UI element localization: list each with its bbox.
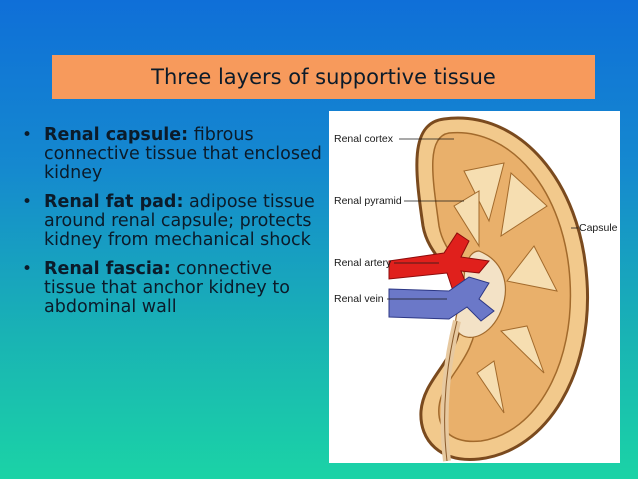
bullet-text: connective tissue that anchor kidney to … (44, 259, 290, 317)
label-renal-artery: Renal artery (334, 257, 392, 269)
bullet-text: fibrous connective tissue that enclosed … (44, 125, 322, 183)
bullet-text: adipose tissue around renal capsule; pro… (44, 192, 315, 250)
renal-pyramids (453, 162, 558, 414)
bullet-term: Renal fascia: (44, 259, 171, 279)
bullet-dot: • (22, 259, 33, 279)
label-capsule: Capsule (579, 222, 618, 234)
label-renal-vein: Renal vein (334, 293, 384, 305)
bullet-dot: • (22, 125, 33, 145)
kidney-diagram: Renal cortex Renal pyramid Renal artery … (329, 111, 620, 463)
bullet-list: • Renal capsule: fibrous connective tiss… (22, 126, 322, 327)
slide-title: Three layers of supportive tissue (151, 65, 496, 89)
bullet-renal-fat-pad: • Renal fat pad: adipose tissue around r… (22, 193, 322, 250)
bullet-renal-capsule: • Renal capsule: fibrous connective tiss… (22, 126, 322, 183)
bullet-dot: • (22, 192, 33, 212)
label-renal-cortex: Renal cortex (334, 133, 394, 145)
bullet-term: Renal fat pad: (44, 192, 184, 212)
label-renal-pyramid: Renal pyramid (334, 195, 402, 207)
bullet-renal-fascia: • Renal fascia: connective tissue that a… (22, 260, 322, 317)
bullet-term: Renal capsule: (44, 125, 189, 145)
slide-title-box: Three layers of supportive tissue (52, 55, 595, 99)
kidney-illustration: Renal cortex Renal pyramid Renal artery … (334, 116, 618, 462)
